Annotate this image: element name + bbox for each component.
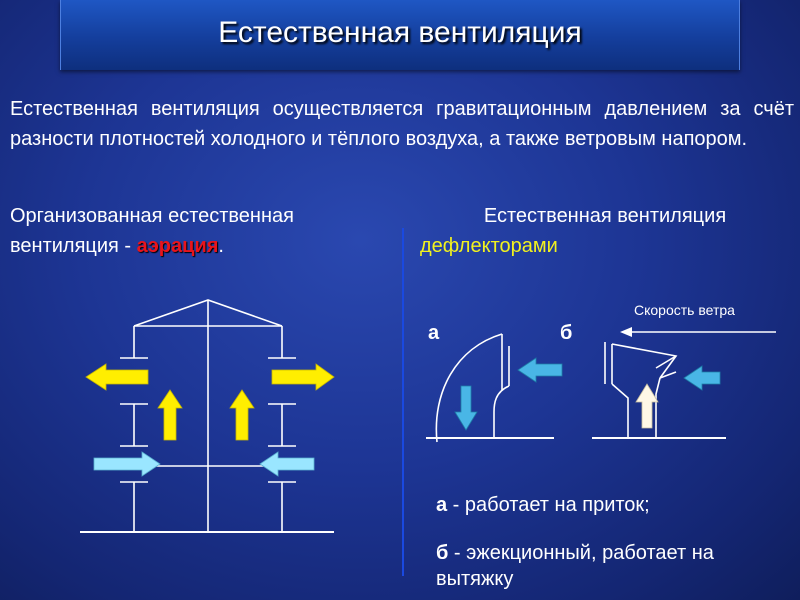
aeration-heading-suffix: . xyxy=(218,235,224,257)
aeration-building xyxy=(80,299,334,533)
deflector-b-label: б xyxy=(560,322,573,344)
title-bar: Естественная вентиляция xyxy=(60,0,740,70)
aeration-term: аэрация xyxy=(136,235,219,257)
deflector-b xyxy=(592,342,726,439)
deflector-heading: Естественная вентиляция дефлекторами xyxy=(420,201,790,261)
deflector-a-hood xyxy=(435,333,503,443)
caption-b-text: - эжекционный, работает на вытяжку xyxy=(436,542,714,590)
aeration-heading-prefix: Организованная естественная вентиляция - xyxy=(10,205,294,257)
deflector-b-vane-2 xyxy=(659,371,677,379)
wind-arrowhead-icon xyxy=(620,327,632,337)
blue-arrow-icon xyxy=(517,357,563,383)
yellow-arrow-icon xyxy=(157,389,183,441)
cold-air-arrows xyxy=(93,451,315,477)
blue-arrow-icon xyxy=(454,385,478,431)
light-blue-arrow-icon xyxy=(93,451,161,477)
yellow-arrow-icon xyxy=(85,363,149,391)
white-arrow-icon xyxy=(635,383,659,429)
caption-b-key: б xyxy=(436,542,449,564)
caption-a-text: - работает на приток; xyxy=(447,494,650,516)
caption-b: б - эжекционный, работает на вытяжку xyxy=(436,540,796,592)
deflector-b-right-duct xyxy=(655,377,661,438)
intro-paragraph: Естественная вентиляция осуществляется г… xyxy=(10,98,794,150)
page-title: Естественная вентиляция xyxy=(218,16,582,49)
blue-arrow-icon xyxy=(683,365,721,391)
yellow-arrow-icon xyxy=(271,363,335,391)
warm-air-arrows xyxy=(85,363,335,441)
deflector-b-vane-1 xyxy=(655,355,677,369)
wind-speed-label: Скорость ветра xyxy=(634,302,735,318)
caption-a-key: а xyxy=(436,494,448,516)
deflector-a xyxy=(426,333,554,443)
column-divider xyxy=(402,228,404,576)
yellow-arrow-icon xyxy=(229,389,255,441)
deflector-b-left-duct xyxy=(611,383,629,438)
deflector-term: дефлекторами xyxy=(420,235,558,257)
deflector-a-duct xyxy=(493,385,510,438)
aeration-heading: Организованная естественная вентиляция -… xyxy=(10,201,400,261)
deflector-a-label: а xyxy=(428,322,440,344)
light-blue-arrow-icon xyxy=(259,451,315,477)
caption-a: а - работает на приток; xyxy=(436,494,650,517)
deflector-heading-line: Естественная вентиляция xyxy=(483,205,727,227)
